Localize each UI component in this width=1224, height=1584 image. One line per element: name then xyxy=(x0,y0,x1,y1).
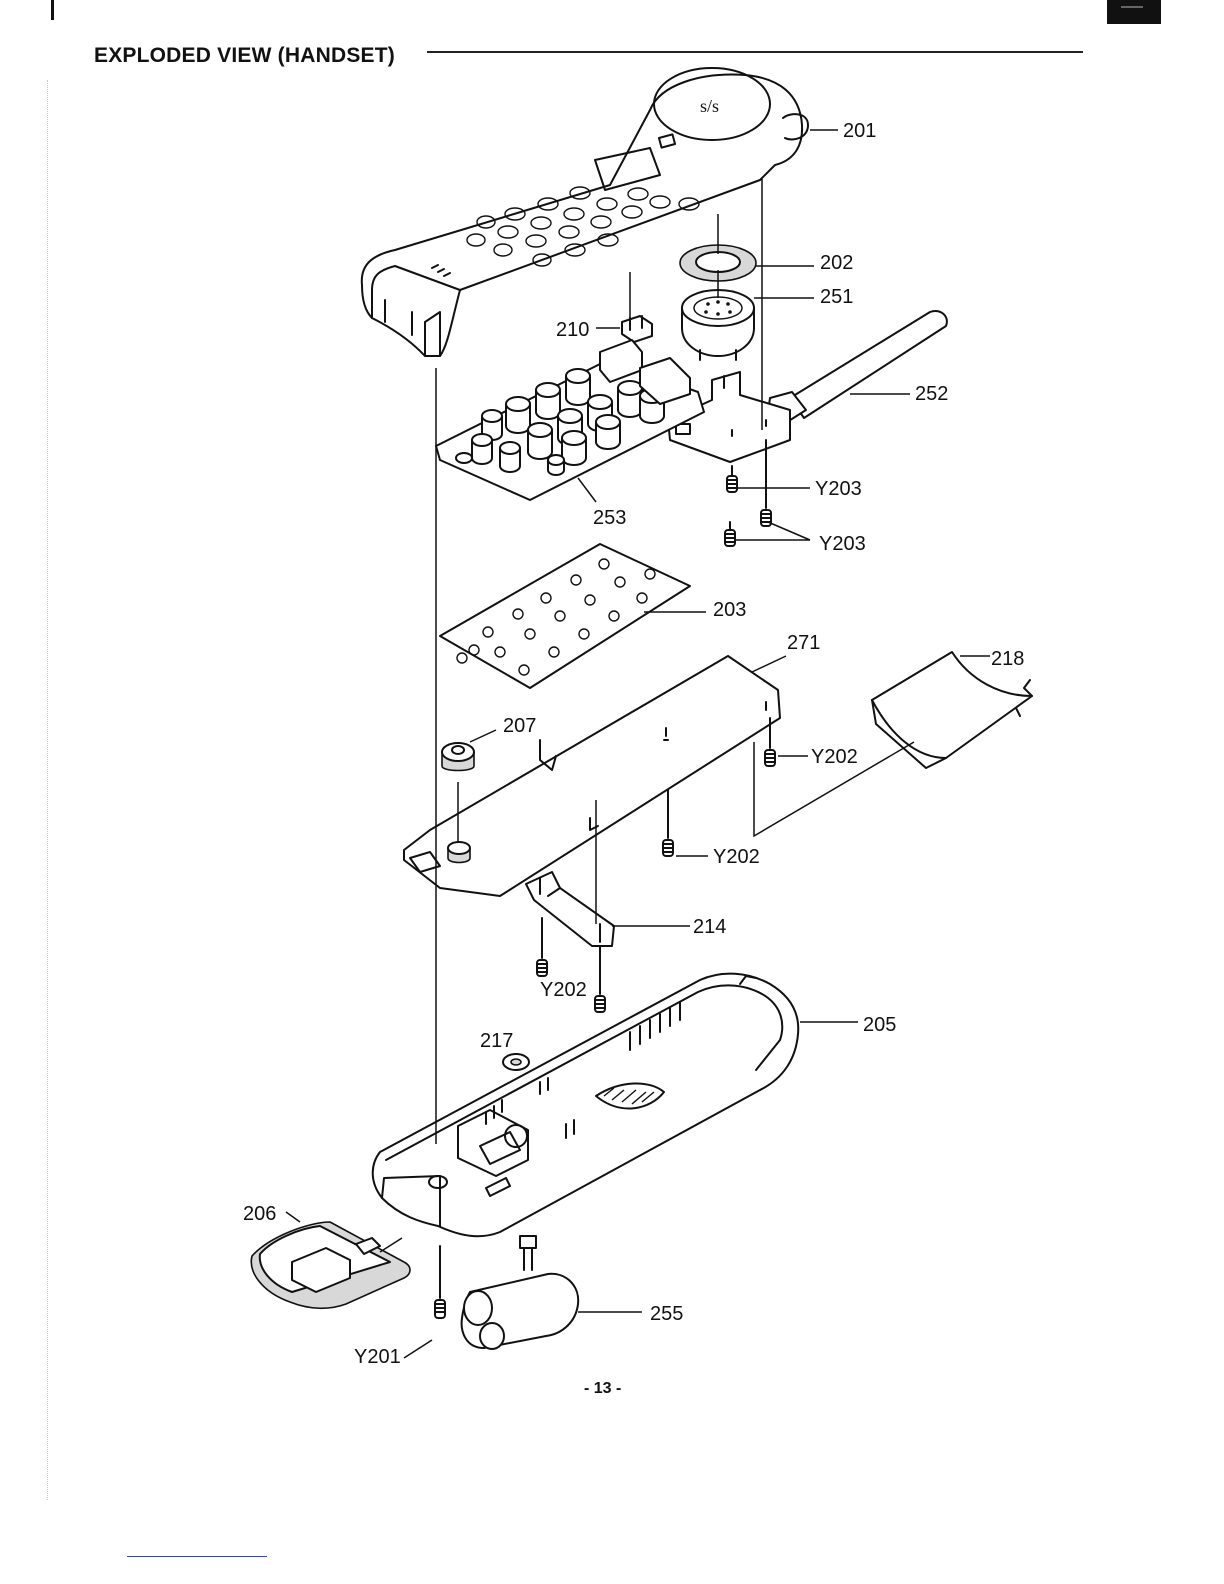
part-253-keypad-rubber xyxy=(436,340,704,500)
part-217-washer xyxy=(503,1054,529,1070)
label-214: 214 xyxy=(693,917,726,937)
part-210-clip xyxy=(622,316,652,342)
part-206-battery-cover xyxy=(251,1222,410,1308)
label-271: 271 xyxy=(787,633,820,653)
label-206: 206 xyxy=(243,1204,276,1224)
label-Y202-center: Y202 xyxy=(713,847,760,867)
svg-text:s/s: s/s xyxy=(700,96,719,116)
label-210: 210 xyxy=(556,320,589,340)
label-217: 217 xyxy=(480,1031,513,1051)
label-202: 202 xyxy=(820,253,853,273)
label-218: 218 xyxy=(991,649,1024,669)
page-number: - 13 - xyxy=(584,1380,621,1398)
part-Y201-screw xyxy=(435,1246,445,1318)
label-255: 255 xyxy=(650,1304,683,1324)
label-Y202-lower: Y202 xyxy=(540,980,587,1000)
part-203-contact-sheet xyxy=(440,544,690,688)
label-207: 207 xyxy=(503,716,536,736)
label-205: 205 xyxy=(863,1015,896,1035)
part-214-bracket xyxy=(526,872,614,946)
label-Y203-lower: Y203 xyxy=(819,534,866,554)
label-201: 201 xyxy=(843,121,876,141)
label-Y203-upper: Y203 xyxy=(815,479,862,499)
label-Y201: Y201 xyxy=(354,1347,401,1367)
label-Y202-right: Y202 xyxy=(811,747,858,767)
part-255-battery-pack xyxy=(462,1236,579,1349)
label-203: 203 xyxy=(713,600,746,620)
label-251: 251 xyxy=(820,287,853,307)
part-251-receiver xyxy=(682,290,754,360)
label-252: 252 xyxy=(915,384,948,404)
label-253: 253 xyxy=(593,508,626,528)
footer-link-line xyxy=(127,1556,267,1557)
